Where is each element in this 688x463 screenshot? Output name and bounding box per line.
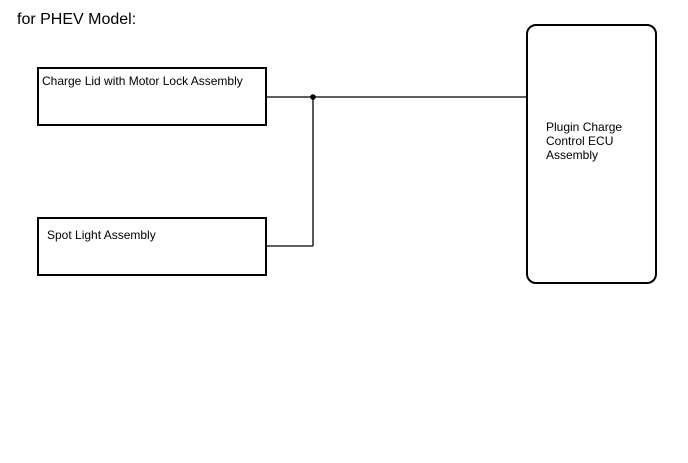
diagram-heading: for PHEV Model: bbox=[17, 11, 137, 28]
ecu-label: Plugin Charge Control ECU Assembly bbox=[546, 120, 646, 162]
charge-lid-label: Charge Lid with Motor Lock Assembly bbox=[42, 74, 243, 88]
spot-light-assembly-box: Spot Light Assembly bbox=[37, 217, 267, 276]
ecu-label-line-1: Plugin Charge bbox=[546, 120, 623, 134]
charge-lid-motor-lock-assembly-box: Charge Lid with Motor Lock Assembly bbox=[37, 67, 267, 126]
spot-light-label: Spot Light Assembly bbox=[47, 228, 156, 242]
ecu-label-line-2: Control ECU bbox=[546, 134, 614, 148]
ecu-label-line-3: Assembly bbox=[546, 148, 599, 162]
junction-dot bbox=[310, 94, 316, 100]
plugin-charge-control-ecu-box: Plugin Charge Control ECU Assembly bbox=[526, 24, 657, 284]
